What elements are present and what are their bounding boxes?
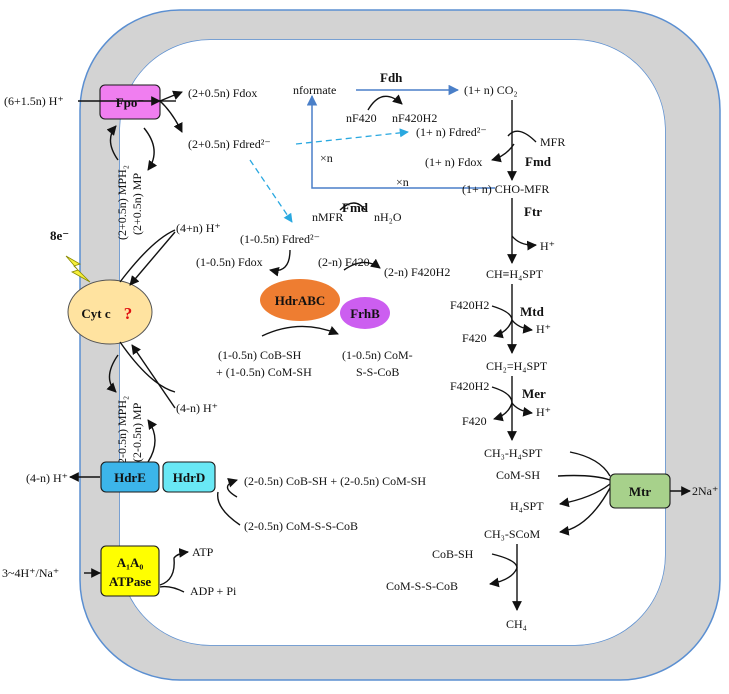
cho-mfr-label: (1+ n) CHO-MFR [462,182,549,196]
lightning-bolt-icon [65,255,91,283]
mp-top: (2+0.5n) MP [130,173,144,235]
nh2o-label: nH₂O [374,210,402,224]
mtr-label: Mtr [629,484,652,499]
fpo-protons-out: (6+1.5n) H⁺ [4,94,64,108]
co2-label: (1+ n) CO₂ [464,83,518,97]
methyl-label: CH₃-H₄SPT [484,446,543,460]
cobsh-mid-1: (1-0.5n) CoB-SH [218,348,302,362]
mtd-label: Mtd [520,304,545,319]
mtr-sodium-out: 2Na⁺ [692,484,718,498]
atpase-complex [100,545,160,597]
hdrD-complex [162,461,216,493]
fmd-left-label: Fmd [342,200,369,215]
adp-label: ADP + Pi [190,584,237,598]
f420h2-mid: (2-n) F420H2 [384,265,450,279]
atpase-line2: ATPase [109,574,152,589]
ftr-label: Ftr [524,204,542,219]
nf420-label: nF420 [346,111,377,125]
mph2-bottom: (2-0.5n) MPH₂ [115,396,129,468]
cobsh-label: CoB-SH [432,547,474,561]
f420h2-mer: F420H2 [450,379,489,393]
cyt-c-label: Cyt c [81,306,110,321]
cyt-c [67,279,153,345]
mph2-top: (2+0.5n) MPH₂ [115,165,129,240]
hdrE-protons-out: (4-n) H⁺ [26,471,68,485]
ch4-label: CH₄ [506,617,527,631]
hdrE-label: HdrE [114,470,146,485]
times-n-b: ×n [396,175,409,189]
nf420h2-label: nF420H2 [392,111,437,125]
times-n-a: ×n [320,151,333,165]
ch3scom-label: CH₃-SCoM [484,527,541,541]
fdh-label: Fdh [380,70,403,85]
methylene-label: CH₂=H₄SPT [486,359,548,373]
cyt-c-question: ? [124,304,133,323]
heterodisulfide-mid-1: (1-0.5n) CoM- [342,348,413,362]
fd-ox-fmd: (1+ n) Fdox [425,155,482,169]
electrons-label: 8e⁻ [50,228,69,243]
atpase-ions-out: 3~4H⁺/Na⁺ [2,566,59,580]
nmfr-label: nMFR [312,210,343,224]
cytoplasm [120,40,665,645]
h-mer: H⁺ [536,405,551,419]
heterodisulfide-mid-2: S-S-CoB [356,365,399,379]
h4spt-label: H₄SPT [510,499,544,513]
h-mtd: H⁺ [536,322,551,336]
h-ftr: H⁺ [540,239,555,253]
f420-mid: (2-n) F420 [318,255,370,269]
protons-in-bottom: (4-n) H⁺ [176,401,218,415]
atp-label: ATP [192,545,214,559]
cobsh-mid-2: + (1-0.5n) CoM-SH [216,365,312,379]
hdrE-complex [100,461,160,493]
frhB-complex [340,297,390,329]
f420-mtd: F420 [462,331,487,345]
fd-ox-top: (2+0.5n) Fdox [188,86,257,100]
hdrD-products-2: (2-0.5n) CoM-S-S-CoB [244,519,358,533]
comsh-label: CoM-SH [496,468,540,482]
frhB-label: FrhB [350,306,380,321]
protons-in-top: (4+n) H⁺ [176,221,221,235]
fd-ox-mid: (1-0.5n) Fdox [196,255,263,269]
atpase-line1: A₁A₀ [117,555,144,570]
f420-mer: F420 [462,414,487,428]
mfr-label: MFR [540,135,565,149]
fd-red-top: (2+0.5n) Fdred²⁻ [188,137,271,151]
formate-label: nformate [293,83,336,97]
hdrABC-complex [260,279,340,321]
mer-label: Mer [522,386,546,401]
methenyl-label: CH≡H₄SPT [486,267,544,281]
mp-bottom: (2-0.5n) MP [130,402,144,462]
fmd-right-label: Fmd [525,154,552,169]
hdrD-products-1: (2-0.5n) CoB-SH + (2-0.5n) CoM-SH [244,474,426,488]
hdrD-label: HdrD [173,470,206,485]
fd-red-mid: (1-0.5n) Fdred²⁻ [240,232,320,246]
hdrABC-label: HdrABC [275,293,326,308]
fd-red-fmd: (1+ n) Fdred²⁻ [416,125,487,139]
heterodisulfide-final: CoM-S-S-CoB [386,579,458,593]
fpo-label: Fpo⁻ [116,95,145,110]
f420h2-mtd: F420H2 [450,298,489,312]
